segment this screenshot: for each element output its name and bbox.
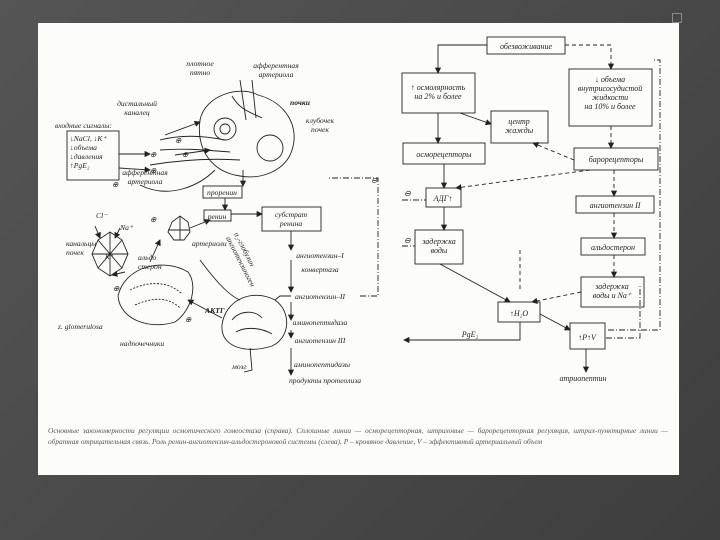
label-mozg: мозг — [231, 362, 247, 371]
label-aminopeptidaza-2: аминопептидазы — [294, 360, 350, 369]
label-vhodnye-signaly: входные сигналы: — [55, 121, 112, 130]
label-baroretseptory: барорецепторы — [589, 155, 644, 164]
label-produkty-proteoliza: продукты протеолиза — [289, 376, 361, 385]
plus-sign-8: ⊕ — [185, 315, 192, 324]
label-osmoretseptory: осморецепторы — [416, 150, 472, 159]
label-angiotensinogen-diag: α₂-глобулинангиотензиноген — [224, 231, 265, 289]
label-angiotenzin-2: ангиотензин–II — [295, 292, 346, 301]
label-renin: ренин — [207, 212, 227, 221]
label-angiotenzin-1: ангиотензин–I — [296, 251, 344, 260]
label-h2o: ↑H₂O — [510, 309, 529, 318]
label-signal-list: ↓NaCl, ↓K⁺↓объема↓давления↑PgE₂ — [70, 134, 107, 170]
label-atriopeptin: атриопептин — [559, 374, 606, 383]
label-na: Na⁺ — [119, 223, 134, 232]
label-angiotenzin-2-right: ангиотензин II — [590, 201, 641, 210]
label-aminopeptidaza-1: аминопептидаза — [293, 318, 348, 327]
arteriole-cell — [168, 216, 190, 240]
label-adg: АДГ↑ — [433, 194, 453, 203]
label-pv: ↑P↑V — [578, 333, 597, 342]
brain-outline — [222, 295, 287, 349]
label-k-plus: K⁺ — [104, 253, 115, 261]
feedback-minus-voda: ⊖ — [404, 236, 411, 245]
label-pge2: PgE₂ — [461, 330, 479, 339]
adrenal-gland — [118, 265, 193, 325]
glomerulus-circle — [257, 135, 283, 161]
label-cl: Cl⁻ — [96, 211, 108, 220]
plus-sign-5: ⊕ — [112, 180, 119, 189]
plus-sign-3: ⊕ — [175, 136, 182, 145]
label-konvertaza: конвертаза — [301, 265, 339, 274]
label-pochki: почки — [290, 98, 310, 107]
label-z-glomerulosa: z. glomerulosa — [57, 322, 103, 331]
plus-sign-6: ⊕ — [150, 215, 157, 224]
label-akti: АКТГ — [204, 306, 225, 315]
plus-sign-7: ⊕ — [113, 284, 120, 293]
figure-caption: Основные закономерности регуляции осмоти… — [48, 425, 668, 447]
plus-sign-2: ⊕ — [150, 166, 157, 175]
macula-densa-circle — [214, 118, 236, 140]
label-arterioly: артериоли — [192, 239, 227, 248]
label-nadpochechniki: надпочечники — [120, 339, 164, 348]
label-aldosteron-right: альдостерон — [591, 243, 635, 252]
plus-sign-1: ⊕ — [150, 150, 157, 159]
label-prorenin: проренин — [207, 188, 237, 197]
minus-sign-feedback: ⊖ — [371, 176, 378, 185]
label-angiotenzin-3: ангиотензин III — [295, 336, 346, 345]
kidney-outline — [199, 91, 294, 177]
label-obezvozhivanie: обезвоживание — [500, 42, 552, 51]
feedback-minus-adg: ⊖ — [404, 189, 411, 198]
plus-sign-4: ⊕ — [182, 150, 189, 159]
